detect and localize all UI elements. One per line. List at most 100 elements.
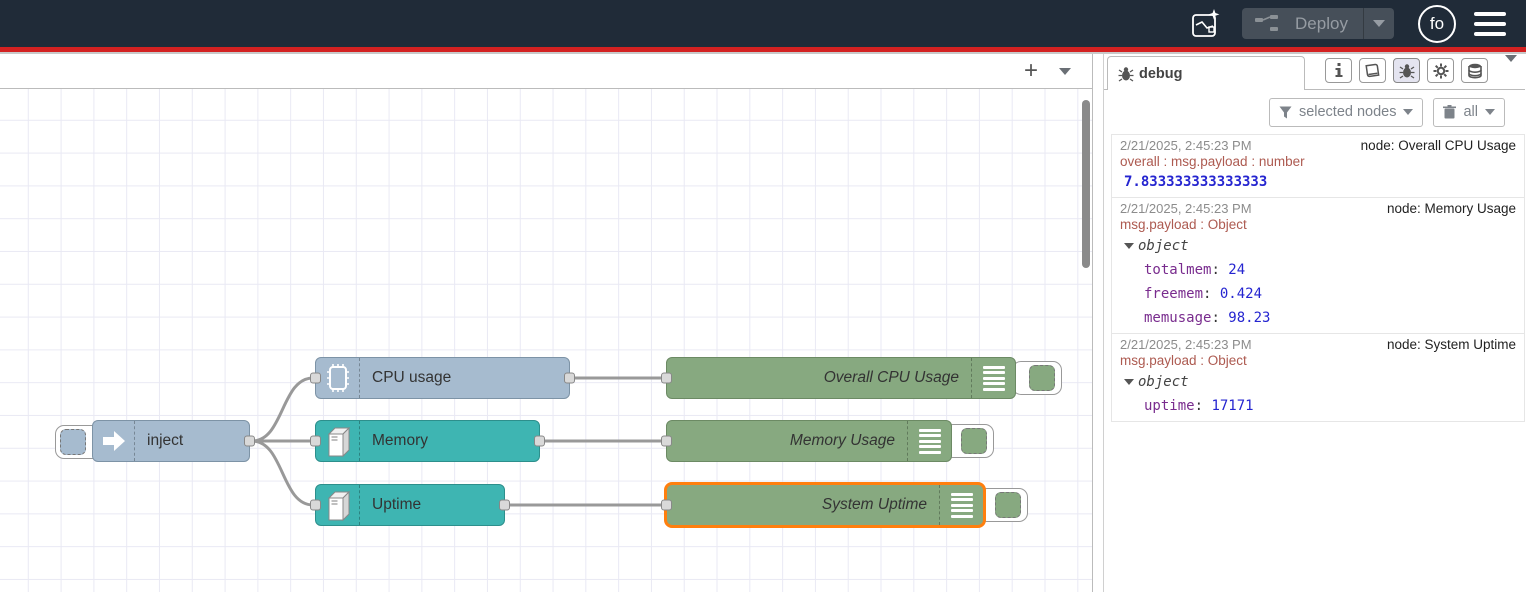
message-node-ref[interactable]: node: Memory Usage — [1386, 201, 1516, 216]
config-tab-button[interactable] — [1427, 58, 1454, 83]
wire-inject-uptime[interactable] — [251, 439, 314, 507]
flow-canvas[interactable]: inject CPU usage — [0, 89, 1092, 592]
object-property: memusage98.23 — [1144, 310, 1516, 326]
deploy-button[interactable]: Deploy — [1242, 8, 1394, 39]
debug-toggle-button-overall-cpu[interactable] — [1012, 361, 1062, 395]
message-node-ref[interactable]: node: System Uptime — [1386, 337, 1516, 352]
filter-funnel-icon — [1279, 106, 1292, 118]
workspace: inject CPU usage — [0, 54, 1093, 592]
sidebar: debug — [1104, 54, 1525, 592]
debug-output-icon — [918, 428, 941, 454]
node-label: inject — [147, 432, 184, 449]
message-path: msg.payload : Object — [1120, 217, 1247, 232]
node-debug-memory-usage[interactable]: Memory Usage — [661, 420, 952, 462]
message-node-ref[interactable]: node: Overall CPU Usage — [1360, 138, 1516, 153]
header-border-line — [0, 52, 1526, 54]
add-flow-button[interactable] — [1016, 58, 1046, 84]
object-property: freemem0.424 — [1144, 286, 1516, 302]
wire-inject-cpu[interactable] — [251, 376, 314, 443]
node-debug-overall-cpu[interactable]: Overall CPU Usage — [661, 357, 1016, 399]
deploy-caret-button[interactable] — [1364, 20, 1394, 27]
main-area: inject CPU usage — [0, 54, 1526, 592]
output-port[interactable] — [244, 435, 255, 447]
output-port[interactable] — [534, 435, 545, 447]
output-port[interactable] — [564, 372, 575, 384]
node-label: Memory — [372, 432, 428, 449]
debug-output-icon — [982, 365, 1005, 391]
message-timestamp: 2/21/2025, 2:45:23 PM — [1120, 337, 1252, 352]
caret-down-icon — [1059, 67, 1071, 75]
input-port[interactable] — [661, 435, 672, 447]
tab-debug[interactable]: debug — [1107, 56, 1305, 90]
node-memory[interactable]: Memory — [310, 420, 545, 462]
node-label: Uptime — [372, 496, 422, 513]
debug-tab-button[interactable] — [1393, 58, 1420, 83]
debug-toggle-button-uptime[interactable] — [978, 488, 1028, 522]
menu-icon — [1474, 11, 1506, 16]
caret-down-icon — [1403, 109, 1414, 115]
filter-nodes-button[interactable]: selected nodes — [1268, 97, 1424, 127]
caret-down-icon — [1485, 109, 1495, 115]
clear-messages-label: all — [1463, 104, 1478, 120]
input-port[interactable] — [661, 372, 672, 384]
trash-icon — [1443, 105, 1457, 119]
server-tower-icon — [327, 426, 350, 458]
output-port[interactable] — [499, 499, 510, 511]
collapse-triangle-icon[interactable] — [1124, 379, 1134, 385]
book-icon — [1365, 63, 1380, 78]
node-debug-system-uptime[interactable]: System Uptime — [661, 482, 986, 528]
sidebar-options-button[interactable] — [1505, 54, 1517, 80]
sidebar-resize-handle[interactable] — [1093, 54, 1104, 592]
deploy-label: Deploy — [1295, 13, 1348, 33]
flow-list-button[interactable] — [1052, 67, 1078, 75]
header-accent-line — [0, 47, 1526, 52]
server-tower-icon — [327, 490, 350, 522]
wires-layer — [251, 376, 664, 507]
inject-arrow-icon — [102, 431, 125, 451]
message-path: overall : msg.payload : number — [1120, 154, 1305, 169]
help-tab-button[interactable] — [1359, 58, 1386, 83]
node-label: System Uptime — [821, 496, 927, 513]
info-icon — [1335, 63, 1342, 77]
debug-messages-list: 2/21/2025, 2:45:23 PM node: Overall CPU … — [1111, 134, 1525, 592]
filter-nodes-label: selected nodes — [1298, 104, 1397, 120]
debug-message: 2/21/2025, 2:45:23 PM node: Overall CPU … — [1111, 134, 1525, 198]
user-avatar[interactable]: fo — [1418, 4, 1456, 43]
bug-icon — [1399, 63, 1414, 79]
message-value: 7.833333333333333 — [1124, 174, 1268, 190]
node-label: CPU usage — [372, 369, 452, 386]
bug-icon — [1118, 66, 1134, 82]
input-port[interactable] — [310, 372, 321, 384]
flow-assistant-icon — [1192, 8, 1220, 37]
object-property: uptime17171 — [1144, 398, 1516, 414]
input-port[interactable] — [310, 435, 321, 447]
message-timestamp: 2/21/2025, 2:45:23 PM — [1120, 138, 1252, 153]
collapse-triangle-icon[interactable] — [1124, 243, 1134, 249]
node-uptime[interactable]: Uptime — [310, 484, 510, 526]
sidebar-tabbar: debug — [1104, 54, 1525, 90]
node-inject[interactable]: inject — [92, 420, 255, 462]
message-path: msg.payload : Object — [1120, 353, 1247, 368]
gear-icon — [1433, 63, 1448, 78]
header: Deploy fo — [0, 0, 1526, 47]
debug-filter-row: selected nodes all — [1104, 90, 1525, 134]
node-cpu-usage[interactable]: CPU usage — [310, 357, 575, 399]
context-tab-button[interactable] — [1461, 58, 1488, 83]
node-label: Memory Usage — [789, 432, 895, 449]
canvas-vertical-scrollbar[interactable] — [1082, 100, 1090, 268]
object-label: object — [1138, 238, 1189, 254]
debug-toggle-button-memory[interactable] — [944, 424, 994, 458]
menu-button[interactable] — [1474, 11, 1506, 36]
input-port[interactable] — [310, 499, 321, 511]
object-label: object — [1138, 374, 1189, 390]
clear-messages-button[interactable]: all — [1433, 97, 1505, 127]
input-port[interactable] — [661, 499, 672, 511]
node-label: Overall CPU Usage — [823, 369, 959, 386]
cpu-chip-icon — [326, 364, 349, 392]
inject-trigger-inner — [60, 429, 86, 455]
deploy-icon — [1255, 14, 1278, 31]
flow-assistant-button[interactable] — [1186, 5, 1224, 43]
sidebar-toolbar — [1325, 54, 1517, 89]
info-tab-button[interactable] — [1325, 58, 1352, 83]
